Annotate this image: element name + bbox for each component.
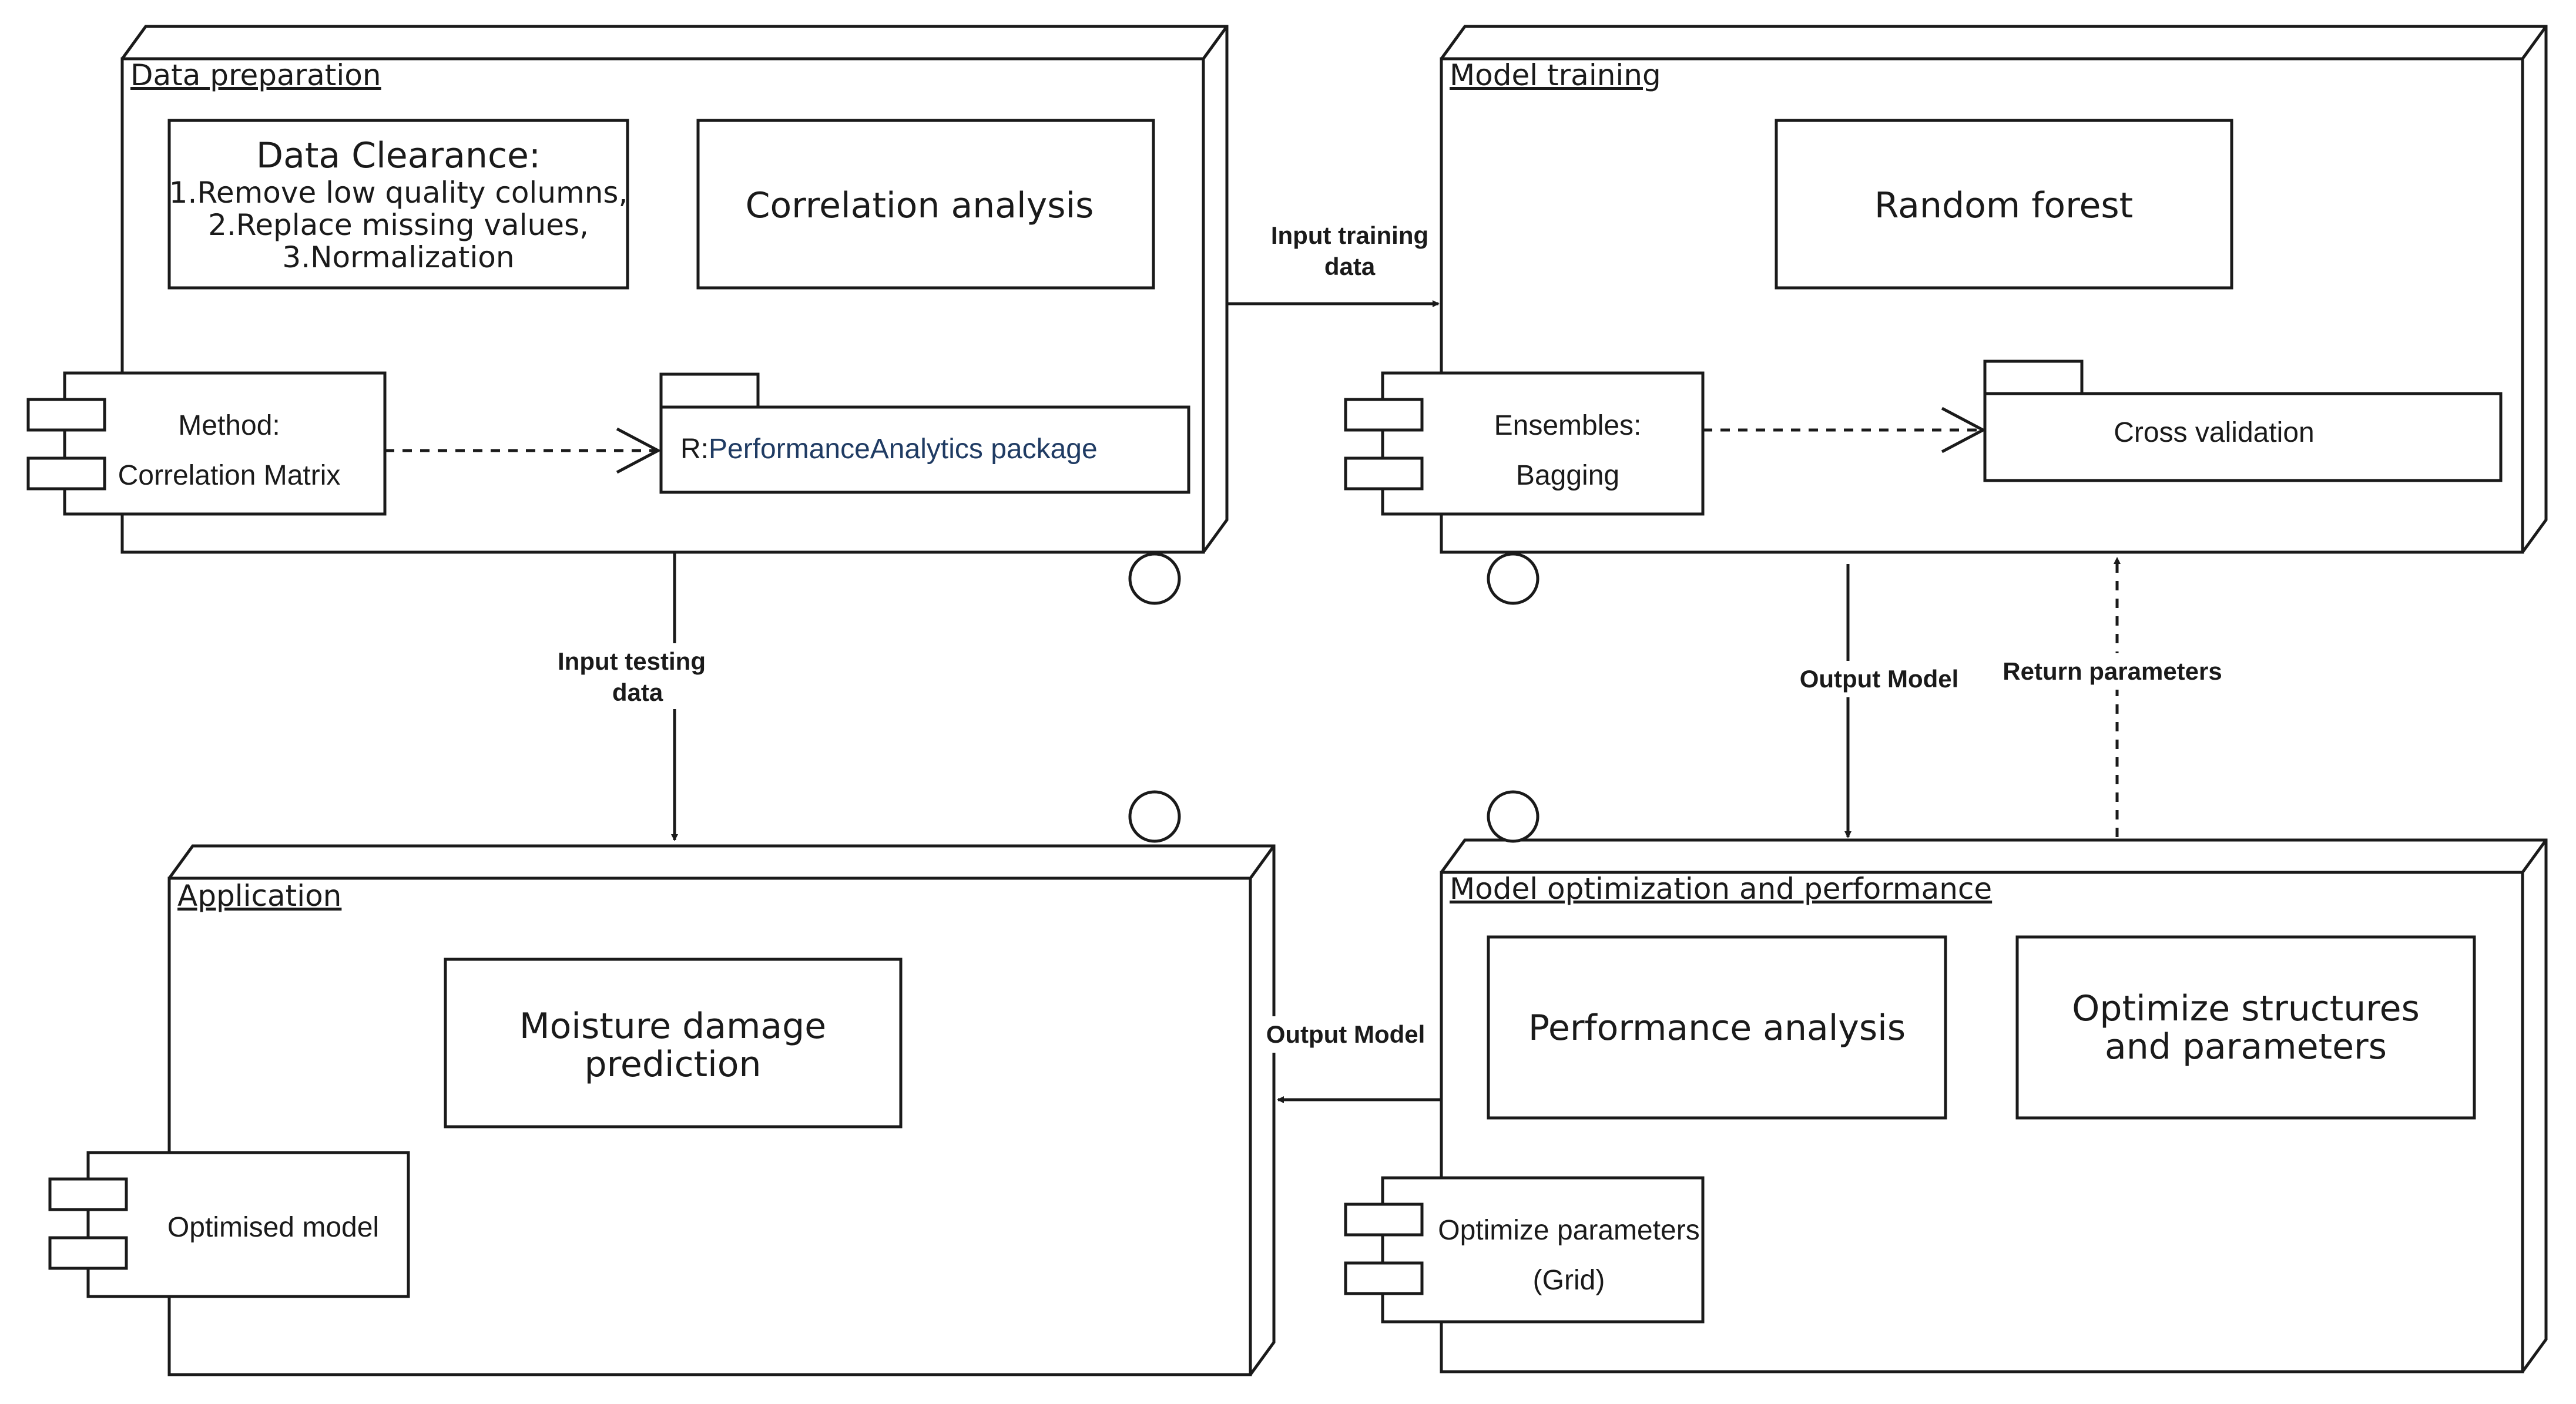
edge-label-input-training-2: data [1324,253,1376,280]
interface-circle-application [1128,790,1181,843]
random-forest-label: Random forest [1874,185,2133,226]
method-line-1: Method: [178,410,280,441]
component-port-bottom [1344,1261,1424,1295]
edge-output-model-down: Output Model [1791,564,1967,838]
component-port-top [1344,1203,1424,1237]
edge-input-training-data: Input training data [1227,217,1440,307]
data-clearance-line-1: 1.Remove low quality columns, [169,176,628,210]
data-clearance-box: Data Clearance: 1.Remove low quality col… [167,119,629,290]
edge-label-output-model-down: Output Model [1800,665,1959,693]
moisture-damage-prediction-box: Moisture damage prediction [444,958,903,1128]
data-clearance-line-3: 3.Normalization [282,240,514,274]
grid-line-1: Optimize parameters [1438,1215,1699,1246]
grid-component: Optimize parameters (Grid) [1344,1176,1705,1324]
performance-analytics-package: R:PerformanceAnalytics package [659,372,1190,494]
prediction-line-2: prediction [584,1044,761,1085]
node-application: Application Moisture damage prediction O… [48,790,1276,1376]
node-model-training: Model training Random forest Ensembles: … [1344,25,2548,605]
correlation-analysis-box: Correlation analysis [696,119,1155,290]
correlation-analysis-label: Correlation analysis [746,185,1094,226]
method-component: Method: Correlation Matrix [26,371,387,516]
component-port-top [26,398,106,432]
random-forest-box: Random forest [1775,119,2233,290]
edge-label-output-model-left: Output Model [1266,1020,1425,1048]
dependency-arrow-method-to-package [385,427,662,474]
dependency-arrow-ensembles-to-cv [1703,407,1987,454]
node-title-application: Application [177,879,341,913]
optimize-line-2: and parameters [2105,1026,2387,1067]
component-port-top [1344,398,1424,432]
grid-line-2: (Grid) [1533,1265,1605,1296]
ensembles-line-1: Ensembles: [1494,410,1642,441]
interface-circle-model-optimization [1487,790,1539,843]
performance-analysis-label: Performance analysis [1528,1007,1906,1049]
edge-label-input-testing-1: Input testing [558,647,706,675]
node-model-optimization: Model optimization and performance Perfo… [1344,790,2548,1373]
edge-label-input-training-1: Input training [1271,221,1428,249]
component-port-bottom [1344,456,1424,491]
node-title-model-optimization: Model optimization and performance [1450,872,1992,906]
node-data-preparation: Data preparation Data Clearance: 1.Remov… [26,25,1229,605]
data-clearance-heading: Data Clearance: [256,135,541,176]
svg-text:R:PerformanceAnalytics package: R:PerformanceAnalytics package [680,434,1098,465]
interface-circle-model-training [1487,552,1539,605]
package-name: PerformanceAnalytics package [709,434,1098,465]
edge-label-input-testing-2: data [612,679,663,706]
optimised-model-label: Optimised model [167,1212,379,1243]
prediction-line-1: Moisture damage [519,1006,826,1047]
method-line-2: Correlation Matrix [118,460,341,491]
edge-input-testing-data: Input testing data [549,552,714,841]
ensembles-component: Ensembles: Bagging [1344,371,1705,516]
edge-output-model-left: Output Model [1255,1016,1441,1103]
edge-label-return-parameters: Return parameters [2003,657,2222,685]
edge-return-parameters: Return parameters [1986,557,2233,837]
optimize-line-1: Optimize structures [2072,988,2420,1029]
ensembles-line-2: Bagging [1516,460,1619,491]
optimize-structures-box: Optimize structures and parameters [2015,935,2476,1120]
cross-validation-package: Cross validation [1983,360,2503,482]
node-title-data-preparation: Data preparation [130,58,381,92]
data-clearance-line-2: 2.Replace missing values, [208,208,589,242]
optimised-model-component: Optimised model [48,1151,410,1298]
interface-circle-data-preparation [1128,552,1181,605]
cross-validation-label: Cross validation [2114,417,2314,448]
node-title-model-training: Model training [1450,58,1661,92]
component-port-bottom [26,456,106,491]
package-prefix: R: [680,434,709,465]
component-port-top [48,1177,128,1211]
performance-analysis-box: Performance analysis [1487,935,1947,1120]
component-port-bottom [48,1236,128,1270]
